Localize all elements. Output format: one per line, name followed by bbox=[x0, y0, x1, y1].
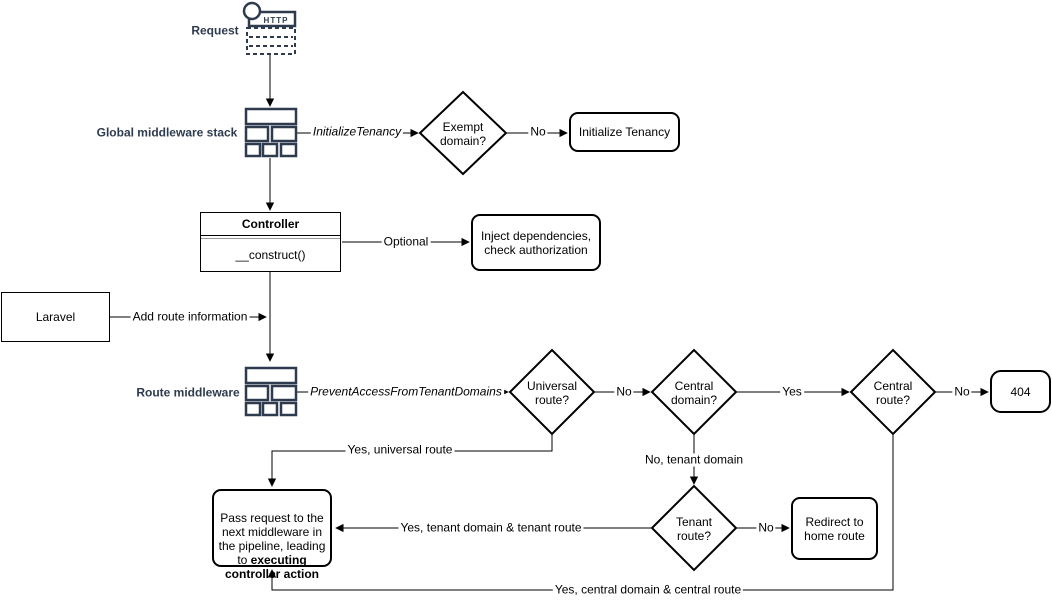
central-domain-decision bbox=[650, 348, 738, 436]
edge-label-yes-central-domain-route: Yes, central domain & central route bbox=[552, 582, 744, 597]
laravel-node: Laravel bbox=[1, 292, 110, 342]
pass-request-bold-text: executing controller action bbox=[224, 553, 319, 581]
request-label: Request bbox=[191, 23, 239, 38]
universal-route-decision bbox=[508, 348, 596, 436]
edge-label-add-route-information: Add route information bbox=[130, 309, 250, 324]
404-node: 404 bbox=[990, 370, 1051, 413]
tenant-route-decision bbox=[650, 484, 738, 572]
controller-separator bbox=[201, 236, 340, 239]
controller-method: __construct() bbox=[235, 248, 306, 262]
route-middleware-label: Route middleware bbox=[136, 385, 240, 400]
universal-route-label: Universal route? bbox=[526, 379, 578, 407]
edge-label-no-tenant-domain: No, tenant domain bbox=[642, 452, 746, 467]
edge-label-no-central-route: No bbox=[952, 384, 972, 399]
edge-label-no-tenant-route: No bbox=[756, 520, 776, 535]
central-domain-label: Central domain? bbox=[670, 379, 718, 407]
exempt-domain-decision bbox=[418, 90, 508, 176]
edge-label-yes-universal-route: Yes, universal route bbox=[345, 442, 455, 457]
controller-title: Controller bbox=[201, 213, 340, 236]
central-route-decision bbox=[849, 348, 937, 436]
pass-request-text: Pass request to the next middleware in t… bbox=[218, 511, 326, 567]
edge-label-prevent-access: PreventAccessFromTenantDomains bbox=[308, 384, 504, 399]
edge-label-yes-tenant-domain-route: Yes, tenant domain & tenant route bbox=[398, 520, 584, 535]
global-middleware-stack-label: Global middleware stack bbox=[96, 125, 238, 140]
middleware-stack-icon bbox=[244, 107, 298, 158]
edge-label-yes-central-domain: Yes bbox=[780, 384, 804, 399]
edge-label-optional: Optional bbox=[381, 234, 431, 249]
middleware-stack-icon bbox=[244, 366, 298, 417]
http-request-icon: HTTP bbox=[242, 1, 297, 55]
central-route-label: Central route? bbox=[873, 379, 913, 407]
inject-dependencies-node: Inject dependencies, check authorization bbox=[471, 214, 601, 271]
redirect-home-node: Redirect to home route bbox=[791, 497, 878, 560]
edge-label-initialize-tenancy: InitializeTenancy bbox=[310, 124, 404, 139]
initialize-tenancy-node: Initialize Tenancy bbox=[569, 112, 680, 152]
http-icon-label: HTTP bbox=[264, 16, 289, 25]
edge-label-no-universal: No bbox=[614, 384, 634, 399]
pass-request-node: Pass request to the next middleware in t… bbox=[212, 489, 332, 581]
exempt-domain-label: Exempt domain? bbox=[439, 120, 487, 148]
controller-node: Controller __construct() bbox=[200, 212, 341, 272]
edge-label-no-exempt: No bbox=[528, 124, 548, 139]
tenant-route-label: Tenant route? bbox=[675, 515, 713, 543]
